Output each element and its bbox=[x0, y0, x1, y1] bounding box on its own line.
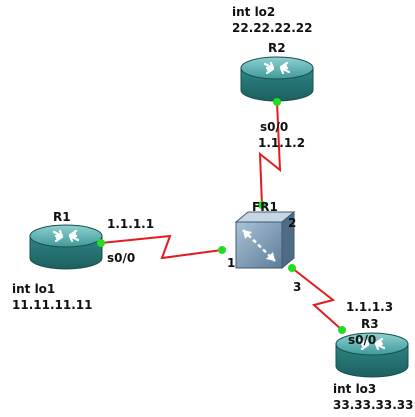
r2-link-ip: 1.1.1.2 bbox=[258, 136, 305, 150]
r1-loopback-ip: 11.11.11.11 bbox=[12, 298, 92, 312]
router-r1-icon[interactable] bbox=[29, 224, 103, 270]
r2-link-port: s0/0 bbox=[260, 120, 288, 134]
link-r2-fr1 bbox=[258, 101, 282, 206]
port-dot-fr1-2 bbox=[258, 201, 266, 209]
port-dot-r3-s0-0 bbox=[338, 326, 346, 334]
frame-relay-switch-icon[interactable] bbox=[234, 210, 296, 270]
switch-fr1-name: FR1 bbox=[252, 200, 278, 214]
r2-loopback-ip: 22.22.22.22 bbox=[232, 21, 312, 35]
r2-loopback-label: int lo2 bbox=[232, 5, 275, 19]
router-r2-icon[interactable] bbox=[240, 56, 314, 102]
r3-link-port: s0/0 bbox=[348, 333, 376, 347]
fr1-port-3-label: 3 bbox=[293, 280, 301, 294]
port-dot-r1-s0-0 bbox=[97, 239, 105, 247]
router-r3-name: R3 bbox=[361, 317, 379, 331]
port-dot-fr1-3 bbox=[288, 264, 296, 272]
port-dot-r2-s0-0 bbox=[273, 98, 281, 106]
port-dot-fr1-1 bbox=[218, 246, 226, 254]
fr1-port-1-label: 1 bbox=[227, 256, 235, 270]
r3-link-ip: 1.1.1.3 bbox=[346, 300, 393, 314]
r3-loopback-label: int lo3 bbox=[333, 382, 376, 396]
r1-link-ip: 1.1.1.1 bbox=[107, 217, 154, 231]
r1-link-port: s0/0 bbox=[107, 251, 135, 265]
router-r2-name: R2 bbox=[268, 41, 286, 55]
link-r3-fr1 bbox=[291, 267, 343, 331]
router-r3-icon[interactable] bbox=[335, 332, 409, 378]
fr1-port-2-label: 2 bbox=[288, 216, 296, 230]
r1-loopback-label: int lo1 bbox=[12, 282, 55, 296]
link-r1-fr1 bbox=[100, 234, 223, 260]
r3-loopback-ip: 33.33.33.33 bbox=[333, 398, 413, 412]
router-r1-name: R1 bbox=[53, 210, 71, 224]
